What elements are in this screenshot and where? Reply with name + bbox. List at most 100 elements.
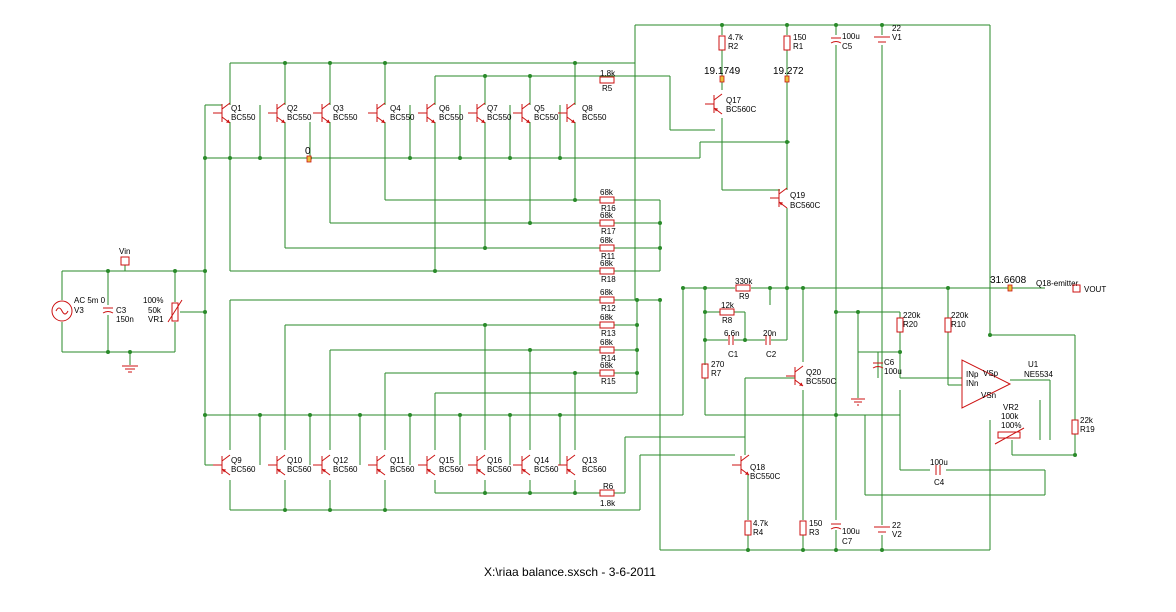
q10-part: BC560: [287, 465, 312, 474]
r17-value: 68k: [600, 211, 614, 220]
r14-value: 68k: [600, 338, 614, 347]
c5-name: C5: [842, 42, 853, 51]
capacitor-c6: C6 100u: [872, 358, 902, 376]
q5-part: BC550: [534, 113, 559, 122]
q17-name: Q17: [726, 96, 742, 105]
v3-value: AC 5m 0: [74, 296, 106, 305]
probe-out-label: 31.6608: [990, 275, 1027, 286]
probe-r1-label: 19.272: [773, 66, 804, 77]
resistor-r20: 220k R20: [896, 311, 921, 333]
r10-value: 220k: [951, 311, 969, 320]
q10-name: Q10: [287, 456, 303, 465]
q7-name: Q7: [487, 104, 498, 113]
q3-part: BC550: [333, 113, 358, 122]
q19-part: BC560C: [790, 201, 820, 210]
opamp-u1: INp INn VSp VSn U1 NE5534: [961, 359, 1053, 409]
probe-r2-label: 19.1749: [704, 66, 741, 77]
q12-name: Q12: [333, 456, 349, 465]
q18-emitter-label: Q18-emitter: [1036, 279, 1079, 288]
c7-value: 100u: [842, 527, 860, 536]
resistor-r9: 330k R9: [735, 277, 753, 301]
c4-name: C4: [934, 478, 945, 487]
q13-part: BC560: [582, 465, 607, 474]
c2-value: 20n: [763, 329, 776, 338]
r6-value: 1.8k: [600, 499, 616, 508]
opamp-vsp-label: VSp: [983, 369, 999, 378]
u1-name: U1: [1028, 360, 1039, 369]
capacitor-c1: 6.6n C1: [724, 329, 740, 359]
wiring: [61, 24, 1076, 551]
opamp-inp-label: INp: [966, 370, 979, 379]
transistor-q19: Q19 BC560C: [769, 187, 820, 210]
r7-name: R7: [711, 369, 722, 378]
q19-name: Q19: [790, 191, 806, 200]
q20-part: BC550C: [806, 377, 836, 386]
vout-port: Q18-emitter VOUT: [1036, 279, 1106, 294]
r10-name: R10: [951, 320, 966, 329]
resistor-bank-bottom: 68k R12 68k R13 68k R14 68k R15: [599, 288, 616, 386]
q4-name: Q4: [390, 104, 401, 113]
capacitor-c7: 100u C7: [830, 523, 860, 546]
potentiometer-vr1: 100% 50k VR1: [143, 296, 183, 324]
c2-name: C2: [766, 350, 777, 359]
r11-value: 68k: [600, 236, 614, 245]
c6-value: 100u: [884, 367, 902, 376]
q4-part: BC550: [390, 113, 415, 122]
resistor-r3: 150 R3: [799, 519, 823, 537]
ac-source-v3: AC 5m 0 V3: [51, 296, 106, 322]
resistor-bank-top: 68k R16 68k R17 68k R11 68k R18: [599, 188, 616, 284]
resistor-r5: 1.8k R5: [599, 69, 616, 93]
r3-name: R3: [809, 528, 820, 537]
r2-name: R2: [728, 42, 739, 51]
c6-name: C6: [884, 358, 895, 367]
resistor-r8: 12k R8: [719, 301, 735, 325]
c7-name: C7: [842, 537, 853, 546]
r16-value: 68k: [600, 188, 614, 197]
q8-name: Q8: [582, 104, 593, 113]
transistor-q17: Q17 BC560C: [704, 93, 756, 115]
schematic-caption: X:\riaa balance.sxsch - 3-6-2011: [484, 565, 656, 579]
transistor-q20: Q20 BC550C: [785, 365, 836, 387]
r20-value: 220k: [903, 311, 921, 320]
r17-name: R17: [601, 227, 616, 236]
r19-name: R19: [1080, 425, 1095, 434]
opamp-inn-label: INn: [966, 379, 978, 388]
q1-name: Q1: [231, 104, 242, 113]
transistor-q18: Q18 BC550C: [731, 454, 780, 481]
v1-value: 22: [892, 24, 901, 33]
r4-name: R4: [753, 528, 764, 537]
r9-value: 330k: [735, 277, 753, 286]
q2-part: BC550: [287, 113, 312, 122]
resistor-r10: 220k R10: [944, 311, 969, 333]
r4-value: 4.7k: [753, 519, 769, 528]
capacitor-c4: 100u C4: [930, 458, 948, 487]
vr2-trimmer: VR2 100k 100%: [994, 403, 1025, 445]
c4-value: 100u: [930, 458, 948, 467]
r3-value: 150: [809, 519, 823, 528]
q9-name: Q9: [231, 456, 242, 465]
v1-name: V1: [892, 33, 902, 42]
q15-part: BC560: [439, 465, 464, 474]
q18-part: BC550C: [750, 472, 780, 481]
c1-value: 6.6n: [724, 329, 740, 338]
resistor-r2: 4.7k R2: [718, 33, 744, 51]
q6-name: Q6: [439, 104, 450, 113]
voltage-probes: 0 19.1749 19.272 31.6608: [305, 66, 1027, 292]
r8-name: R8: [722, 316, 733, 325]
vr2-setting: 100%: [1001, 421, 1021, 430]
q15-name: Q15: [439, 456, 455, 465]
q14-name: Q14: [534, 456, 550, 465]
q3-name: Q3: [333, 104, 344, 113]
q1-part: BC550: [231, 113, 256, 122]
r1-name: R1: [793, 42, 804, 51]
c3-value: 150n: [116, 315, 134, 324]
transistor-row-bottom: Q9 BC560 Q10 BC560 Q12 BC560 Q11 BC560 Q…: [212, 454, 607, 476]
vr2-name: VR2: [1003, 403, 1019, 412]
v3-name: V3: [74, 306, 84, 315]
r12-value: 68k: [600, 288, 614, 297]
capacitor-c2: 20n C2: [763, 329, 777, 359]
r9-name: R9: [739, 292, 750, 301]
q20-name: Q20: [806, 368, 822, 377]
vin-port: Vin: [119, 247, 130, 266]
r16-name: R16: [601, 204, 616, 213]
